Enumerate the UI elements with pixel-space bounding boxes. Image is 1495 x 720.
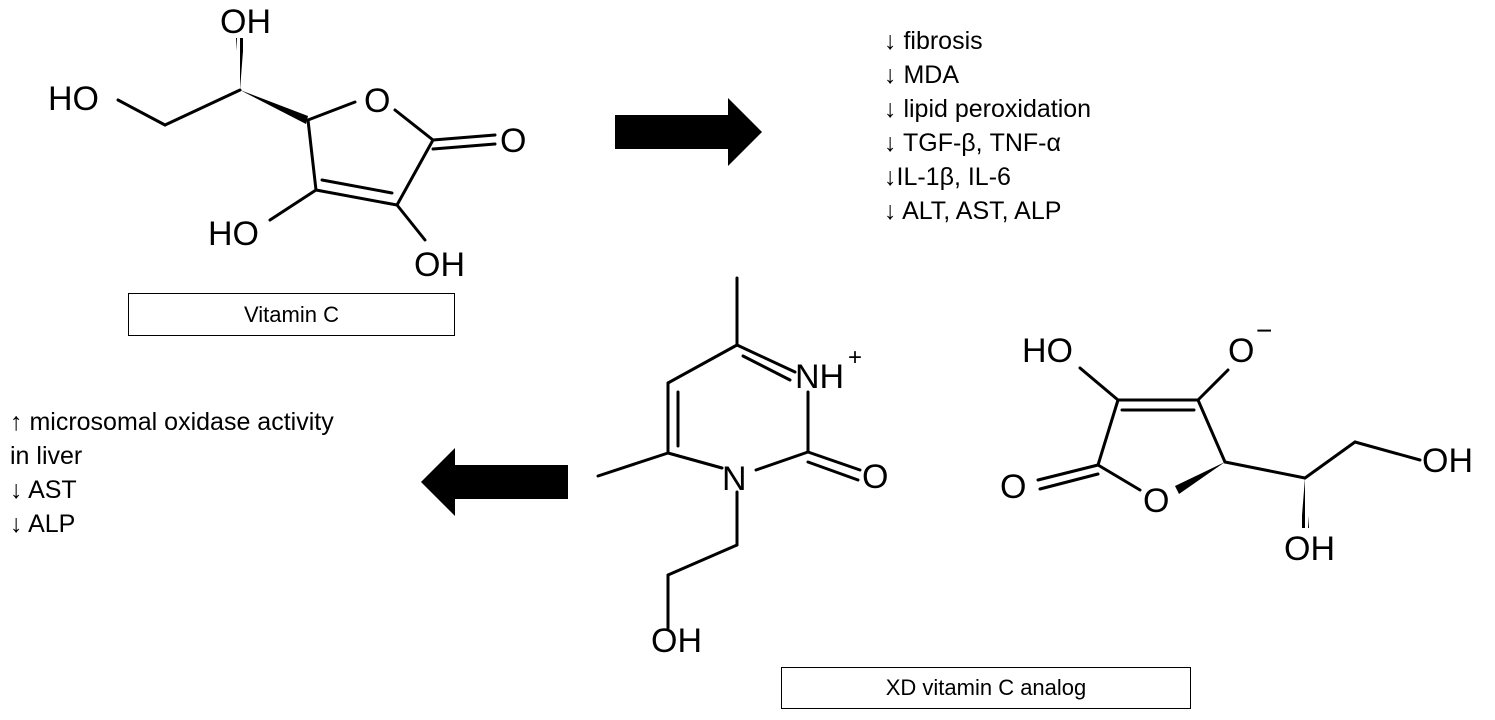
vitamin-c-effects-list: ↓ fibrosis ↓ MDA ↓ lipid peroxidation ↓ … xyxy=(884,24,1091,228)
charge-minus: − xyxy=(1256,315,1272,346)
xd-analog-label-text: XD vitamin C analog xyxy=(885,675,1087,700)
effect-item: ↓ TGF-β, TNF-α xyxy=(884,129,1061,157)
atom-o-carbonyl: O xyxy=(500,122,526,160)
xd-anion-structure xyxy=(1036,366,1422,492)
atom-oh-right-anion: OH xyxy=(1422,442,1473,480)
atom-o-carbonyl-anion: O xyxy=(1000,468,1026,506)
effect-item: ↓ AST xyxy=(10,476,77,504)
atom-o-ring-anion: O xyxy=(1143,482,1169,520)
wedge-bond-anion xyxy=(1175,462,1225,494)
effect-item: ↓ lipid peroxidation xyxy=(884,95,1092,123)
effect-item: ↓ ALT, AST, ALP xyxy=(884,197,1062,225)
atom-oh-bottom: OH xyxy=(414,246,465,284)
atom-ho-anion: HO xyxy=(1022,332,1073,370)
atom-o-cation: O xyxy=(862,458,888,496)
effect-item: in liver xyxy=(10,442,83,470)
atom-o-ring: O xyxy=(364,82,390,120)
atom-oh-cation: OH xyxy=(651,622,702,660)
hash-bond xyxy=(236,38,244,90)
vitamin-c-label: Vitamin C xyxy=(128,293,455,336)
effect-item: ↑ microsomal oxidase activity xyxy=(10,408,334,436)
vitamin-c-structure xyxy=(116,88,497,242)
xd-cation-structure xyxy=(596,276,862,630)
atom-o-minus: O xyxy=(1228,332,1254,370)
atom-oh-top: OH xyxy=(220,3,271,41)
effect-item: ↓ MDA xyxy=(884,61,959,89)
effect-item: ↓IL-1β, IL-6 xyxy=(884,163,1011,191)
atom-oh-bottom-anion: OH xyxy=(1284,530,1335,568)
arrow-right xyxy=(615,98,762,166)
charge-plus: + xyxy=(848,344,862,371)
atom-nh: NH xyxy=(795,358,844,396)
atom-ho-left: HO xyxy=(48,80,99,118)
atom-ho-bottom: HO xyxy=(208,215,259,253)
wedge-bond xyxy=(240,90,308,124)
effect-item: ↓ fibrosis xyxy=(884,27,983,55)
hash-bond-anion xyxy=(1301,478,1309,528)
arrow-left xyxy=(421,448,568,516)
xd-effects-list: ↑ microsomal oxidase activity in liver ↓… xyxy=(10,405,334,541)
effect-item: ↓ ALP xyxy=(10,510,76,538)
vitamin-c-label-text: Vitamin C xyxy=(244,301,339,327)
atom-n: N xyxy=(722,460,747,498)
xd-analog-label: XD vitamin C analog xyxy=(781,667,1191,709)
